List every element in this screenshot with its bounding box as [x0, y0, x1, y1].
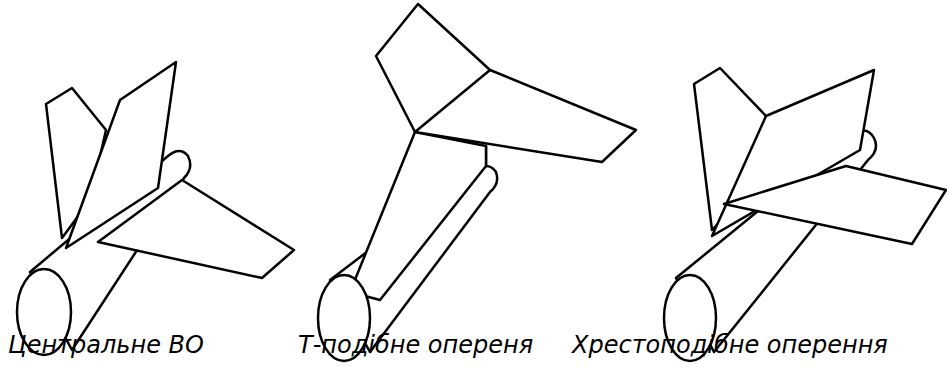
central-tail-figure: [17, 62, 294, 355]
stabilizer-root: [415, 70, 490, 132]
t-stabilizer: [376, 4, 636, 162]
cruciform-tail-figure: [664, 68, 946, 361]
fin: [350, 132, 486, 300]
caption: Центральне ВО: [8, 332, 204, 358]
caption: Хрестоподібне оперення: [572, 332, 888, 358]
t-tail-figure: [318, 4, 636, 361]
caption: Т-подібне опереня: [298, 332, 533, 358]
stabilizer: [724, 166, 946, 244]
stabilizer: [98, 180, 294, 278]
